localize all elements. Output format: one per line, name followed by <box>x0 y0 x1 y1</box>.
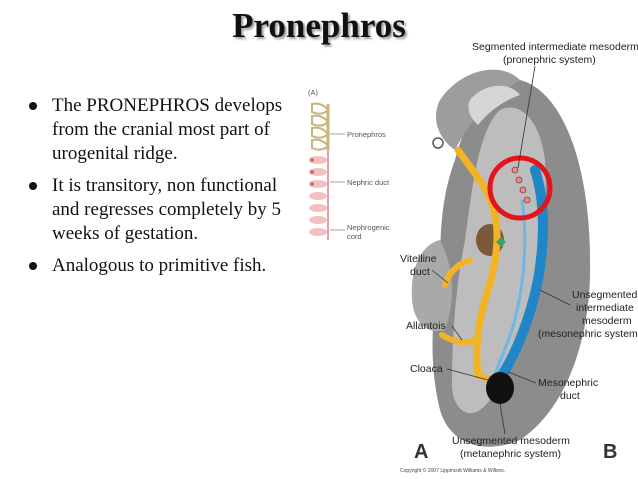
yellow-duct-main <box>454 146 501 379</box>
label-vitelline: Vitelline <box>400 253 437 265</box>
green-marker <box>496 237 506 247</box>
bullet-list: The PRONEPHROS develops from the cranial… <box>26 94 284 286</box>
label-unsegmented: Unsegmented <box>572 289 638 301</box>
label-metanephric-system: (metanephric system) <box>460 448 561 460</box>
bullet-item: It is transitory, non functional and reg… <box>26 174 284 246</box>
optic-vesicle <box>432 137 444 149</box>
bullet-item: Analogous to primitive fish. <box>26 254 284 278</box>
vitelline-duct-shape <box>442 257 473 288</box>
bullet-text: It is transitory, non functional and reg… <box>52 175 281 244</box>
label-unsegmented-mesoderm: Unsegmented mesoderm <box>452 435 570 447</box>
label-nephric-duct: Nephric duct <box>347 178 390 187</box>
bullet-icon <box>29 102 37 110</box>
panel-b-letter: B <box>603 441 617 463</box>
label-nephrogenic: Nephrogenic <box>347 223 390 232</box>
panel-b-labels: Segmented intermediate mesoderm (proneph… <box>400 41 638 474</box>
panel-a-letter: A <box>414 441 428 463</box>
panel-b-embryo <box>411 69 591 447</box>
bullet-icon <box>29 262 37 270</box>
label-vitelline-duct: duct <box>410 266 430 278</box>
label-pronephros: Pronephros <box>347 130 386 139</box>
copyright-text: Copyright © 2007 Lippincott Williams & W… <box>400 467 505 474</box>
blue-mesoderm <box>497 165 548 380</box>
bullet-text: Analogous to primitive fish. <box>52 255 267 276</box>
label-allantois: Allantois <box>406 320 446 332</box>
pronephric-tubules <box>311 102 330 151</box>
yolk-sac <box>411 240 452 332</box>
nephric-dots <box>310 158 314 186</box>
label-mesoderm: mesoderm <box>582 315 632 327</box>
label-cloaca: Cloaca <box>410 363 443 375</box>
pronephric-segments <box>511 166 531 204</box>
slide-title: Pronephros <box>232 6 406 45</box>
label-pronephric-system: (pronephric system) <box>503 54 596 66</box>
panel-a-diagram: (A) Pronephros Nephric duct Nephrogenic <box>308 88 390 241</box>
metanephric-blastema <box>486 372 514 404</box>
label-mesonephric-system: (mesonephric system) <box>538 328 638 340</box>
label-mesonephric-duct: duct <box>560 390 580 402</box>
label-segmented: Segmented intermediate mesoderm <box>472 41 638 53</box>
bullet-text: The PRONEPHROS develops from the cranial… <box>52 95 283 164</box>
bullet-icon <box>29 182 37 190</box>
label-mesonephric: Mesonephric <box>538 377 598 389</box>
label-cord: cord <box>347 232 362 241</box>
allantois-shape <box>439 332 481 346</box>
nephrogenic-blobs <box>309 156 327 236</box>
mesonephric-duct-shape <box>492 199 527 379</box>
label-intermediate: intermediate <box>576 302 634 314</box>
bullet-item: The PRONEPHROS develops from the cranial… <box>26 94 284 166</box>
panel-a-marker: (A) <box>308 88 319 97</box>
